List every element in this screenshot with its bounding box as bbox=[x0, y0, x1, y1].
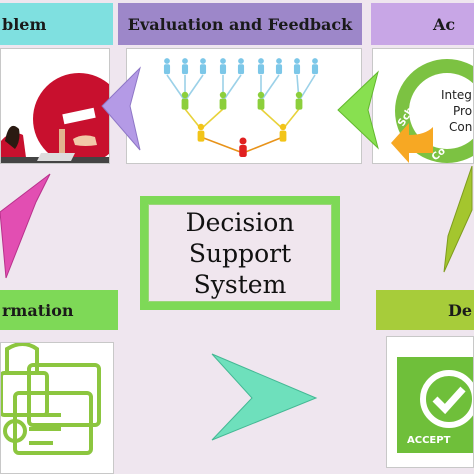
person-icon bbox=[279, 123, 287, 142]
network-link bbox=[222, 74, 242, 102]
accept-label: ACCEPT bbox=[407, 435, 451, 446]
center-line-1: Decision bbox=[185, 207, 295, 237]
action-line-1: Integ bbox=[441, 88, 472, 102]
person-icon bbox=[257, 58, 265, 75]
network-link bbox=[200, 136, 244, 154]
person-icon bbox=[163, 58, 171, 75]
network-link bbox=[260, 108, 284, 130]
header-problem: blem bbox=[0, 3, 113, 45]
person-icon bbox=[293, 58, 301, 75]
problem-illustration bbox=[1, 73, 109, 163]
header-problem-label: blem bbox=[2, 14, 47, 34]
action-line-3: Con bbox=[449, 120, 472, 134]
header-decision-label: De bbox=[448, 300, 473, 320]
person-icon bbox=[197, 123, 205, 142]
person-icon bbox=[275, 58, 283, 75]
header-information-label: rmation bbox=[2, 300, 74, 320]
person-icon bbox=[257, 91, 265, 110]
network-link bbox=[200, 108, 224, 130]
center-inner: Decision Support System bbox=[148, 204, 332, 302]
person-icon bbox=[295, 91, 303, 110]
evaluation-network-illustration bbox=[163, 58, 319, 158]
header-decision: De bbox=[376, 290, 474, 330]
header-evaluation: Evaluation and Feedback bbox=[118, 3, 362, 45]
network-link bbox=[166, 74, 186, 102]
header-evaluation-label: Evaluation and Feedback bbox=[127, 14, 353, 34]
arrow-problem-to-information bbox=[0, 173, 51, 279]
center-line-2: Support bbox=[188, 238, 292, 268]
information-security-illustration bbox=[1, 343, 101, 455]
person-icon bbox=[219, 91, 227, 110]
arrow-information-to-decision bbox=[211, 353, 318, 441]
person-icon bbox=[181, 91, 189, 110]
person-icon bbox=[181, 58, 189, 75]
person-icon bbox=[239, 137, 247, 158]
information-card bbox=[0, 342, 114, 474]
network-link bbox=[260, 74, 280, 102]
action-cycle-illustration: Sched Co Integ Pro Con bbox=[391, 59, 473, 163]
person-icon bbox=[311, 58, 319, 75]
decision-support-system-box: Decision Support System bbox=[140, 196, 340, 310]
decision-card: ACCEPT bbox=[386, 336, 474, 468]
network-link bbox=[242, 136, 284, 154]
person-icon bbox=[219, 58, 227, 75]
decision-accept-illustration: ACCEPT bbox=[397, 357, 473, 453]
arrow-decision-to-action bbox=[443, 166, 473, 273]
person-icon bbox=[199, 58, 207, 75]
arrow-evaluation-to-problem bbox=[101, 66, 141, 151]
center-line-3: System bbox=[193, 269, 287, 299]
action-card: Sched Co Integ Pro Con bbox=[372, 48, 474, 164]
problem-card bbox=[0, 48, 110, 164]
network-link bbox=[184, 74, 204, 102]
header-action-label: Ac bbox=[433, 14, 456, 34]
header-information: rmation bbox=[0, 290, 118, 330]
arrow-action-to-evaluation bbox=[337, 70, 379, 150]
person-icon bbox=[237, 58, 245, 75]
evaluation-card bbox=[126, 48, 362, 164]
action-line-2: Pro bbox=[453, 104, 472, 118]
header-action: Ac bbox=[371, 3, 474, 45]
